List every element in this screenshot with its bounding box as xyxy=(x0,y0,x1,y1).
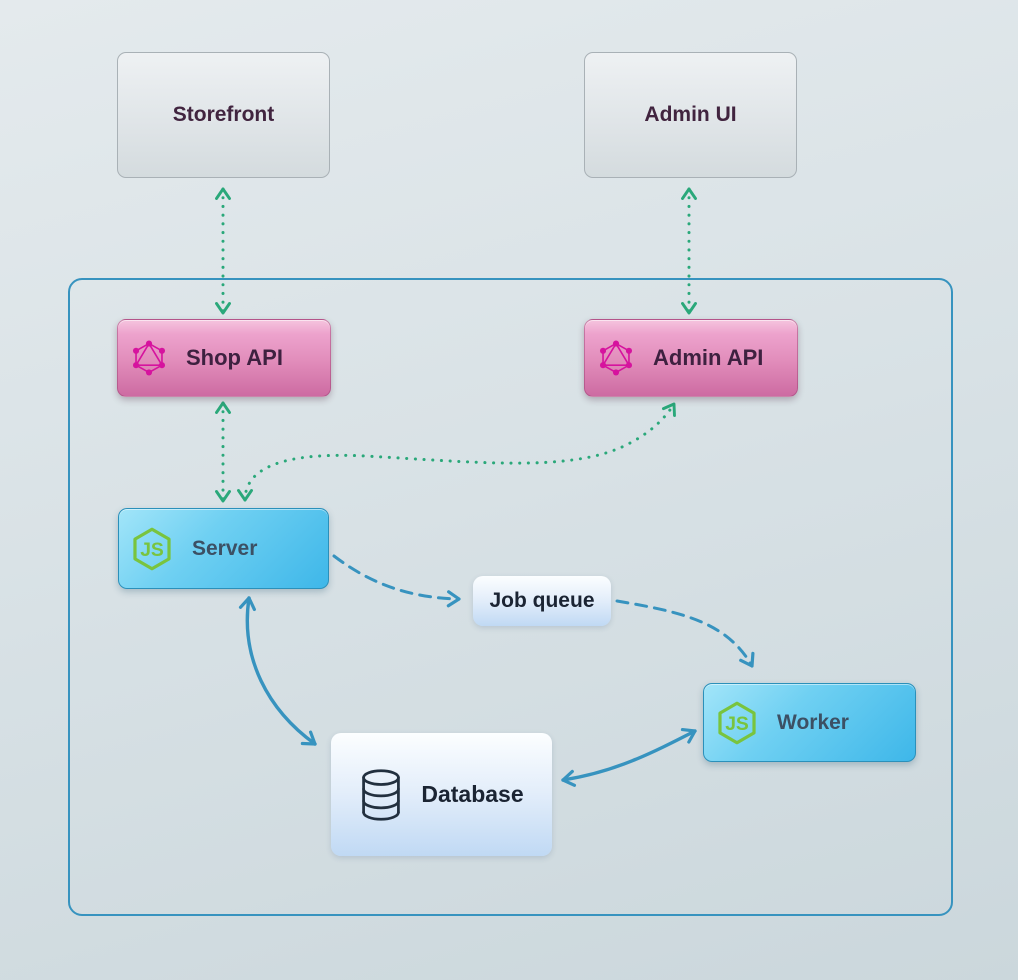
admin-api-label: Admin API xyxy=(653,345,764,370)
node-worker: JS Worker xyxy=(703,683,916,762)
svg-text:JS: JS xyxy=(140,539,164,560)
worker-label: Worker xyxy=(777,710,849,734)
graphql-icon xyxy=(598,340,634,376)
server-label: Server xyxy=(192,536,258,560)
edge-job-queue-worker xyxy=(615,599,755,668)
edge-server-job-queue xyxy=(332,554,461,608)
node-server: JS Server xyxy=(118,508,329,589)
shop-api-label: Shop API xyxy=(186,345,283,370)
graphql-icon xyxy=(131,340,167,376)
server-boundary-box xyxy=(68,278,953,916)
node-job-queue: Job queue xyxy=(473,576,611,626)
svg-text:JS: JS xyxy=(725,713,749,734)
edge-worker-database xyxy=(561,727,697,787)
database-label: Database xyxy=(421,781,524,807)
node-storefront: Storefront xyxy=(117,52,330,178)
node-database: Database xyxy=(331,733,552,856)
nodejs-icon: JS xyxy=(714,700,760,746)
edge-server-admin-api xyxy=(237,402,676,502)
node-shop-api: Shop API xyxy=(117,319,331,397)
node-admin-api: Admin API xyxy=(584,319,798,397)
storefront-label: Storefront xyxy=(172,103,275,126)
node-admin-ui: Admin UI xyxy=(584,52,797,178)
edge-server-database xyxy=(238,596,317,746)
admin-ui-label: Admin UI xyxy=(644,103,737,126)
database-cylinder-icon xyxy=(359,768,403,822)
nodejs-icon: JS xyxy=(129,526,175,572)
job-queue-label: Job queue xyxy=(489,589,595,612)
